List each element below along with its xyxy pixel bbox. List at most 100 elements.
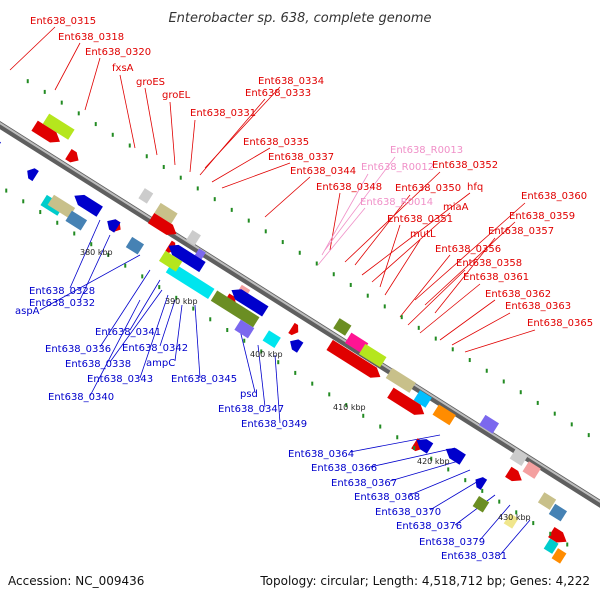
gene-label[interactable]: Ent638_0350 [395,183,461,194]
gene-label[interactable]: Ent638_0366 [311,463,377,474]
gene-label[interactable]: Ent638_0338 [65,359,131,370]
gene-label[interactable]: Ent638_0341 [95,327,161,338]
gene-label[interactable]: Ent638_0332 [29,298,95,309]
leader-line [144,87,158,156]
gene-label[interactable]: psd [240,389,258,400]
tick-label-400: 400 kbp [250,350,283,359]
gene-label[interactable]: Ent638_0331 [190,108,256,119]
gene-label[interactable]: miaA [443,202,469,213]
gene-label[interactable]: Ent638_0345 [171,374,237,385]
gene-label[interactable]: Ent638_0357 [488,226,554,237]
gene-block-shape [154,202,178,224]
tick-dot [396,435,399,440]
leader-line [39,254,141,311]
gene-label[interactable]: groES [136,77,165,88]
tick-dot [451,347,454,352]
tick-dot [264,229,267,234]
gene-label[interactable]: hfq [467,182,483,193]
gene-label[interactable]: Ent638_0336 [45,344,111,355]
gene-label[interactable]: Ent638_0363 [505,301,571,312]
gene-label[interactable]: Ent638_0364 [288,449,354,460]
gene-label[interactable]: Ent638_0347 [218,404,284,415]
gene-arrow [231,289,269,317]
leader-line [139,294,169,379]
gene-label[interactable]: Ent638_0337 [268,152,334,163]
gene-block [509,448,528,466]
gene-label[interactable]: Ent638_0320 [85,47,151,58]
gene-label[interactable]: Ent638_0361 [463,272,529,283]
gene-label[interactable]: Ent638_0379 [419,537,485,548]
gene-label[interactable]: groEL [162,90,191,101]
tick-label-390: 390 kbp [165,297,198,306]
gene-arrow-shape [147,213,177,235]
gene-arrow [326,339,381,378]
gene-label[interactable]: Ent638_0344 [290,166,356,177]
gene-arrow-shape [107,219,121,233]
gene-label[interactable]: ampC [146,358,175,369]
tick-dot [294,370,297,375]
gene-label[interactable]: Ent638_0343 [87,374,153,385]
gene-label[interactable]: Ent638_0340 [48,392,114,403]
gene-label[interactable]: Ent638_0352 [432,160,498,171]
gene-block-shape [472,495,490,513]
leader-line [84,57,101,111]
gene-block-shape [358,343,387,368]
gene-label[interactable]: Ent638_0367 [331,478,397,489]
gene-label[interactable]: Ent638_0351 [387,214,453,225]
gene-label[interactable]: Ent638_0368 [354,492,420,503]
gene-label[interactable]: Ent638_0356 [435,244,501,255]
gene-label[interactable]: Ent638_0328 [29,286,95,297]
gene-label[interactable]: Ent638_0315 [30,16,96,27]
gene-label[interactable]: Ent638_0334 [258,76,324,87]
gene-label[interactable]: Ent638_0381 [441,551,507,562]
gene-label[interactable]: Ent638_0359 [509,211,575,222]
tick-dot [90,242,93,247]
leader-line [109,289,163,363]
leader-line [169,101,176,166]
gene-arrow-shape [445,448,466,465]
gene-block [234,319,255,339]
leader-line [451,312,511,346]
leader-line [9,26,56,71]
gene-label[interactable]: Ent638_0376 [396,521,462,532]
tick-dot [413,445,416,450]
tick-dot [311,381,314,386]
gene-label[interactable]: Ent638_0365 [527,318,593,329]
gene-block [47,194,76,219]
gene-label[interactable]: aspA [15,306,40,317]
tick-dot [400,315,403,320]
gene-arrow [27,168,39,182]
tick-dot [345,403,348,408]
gene-arrow-shape [548,527,567,543]
gene-label[interactable]: Ent638_0342 [122,343,188,354]
gene-block [65,210,88,231]
rna-label[interactable]: Ent638_R0012 [361,162,434,173]
gene-label[interactable]: Ent638_0348 [316,182,382,193]
tick-dot [175,295,178,300]
gene-label[interactable]: Ent638_0333 [245,88,311,99]
leader-line [189,119,196,173]
gene-arrow [0,139,1,153]
gene-block [125,236,145,255]
gene-label[interactable]: Ent638_0370 [375,507,441,518]
gene-arrow-shape [387,387,425,415]
gene-label[interactable]: Ent638_0362 [485,289,551,300]
gene-label[interactable]: Ent638_0360 [521,191,587,202]
gene-label[interactable]: Ent638_0318 [58,32,124,43]
tick-dot [383,304,386,309]
tick-dot [111,132,114,137]
rna-label[interactable]: Ent638_R0014 [360,197,433,208]
rna-label[interactable]: Ent638_R0013 [390,145,463,156]
gene-arrow [475,477,488,490]
gene-label[interactable]: Ent638_0358 [456,258,522,269]
leader-line [434,237,496,314]
gene-arrow-shape [290,339,304,353]
gene-label[interactable]: fxsA [112,63,134,74]
gene-label[interactable]: Ent638_0335 [243,137,309,148]
tick-dot [145,154,148,159]
gene-label[interactable]: Ent638_0349 [241,419,307,430]
gene-block-shape [138,188,154,204]
gene-block-shape [345,332,369,354]
leader-line [99,269,151,348]
gene-label[interactable]: mutL [410,229,436,240]
